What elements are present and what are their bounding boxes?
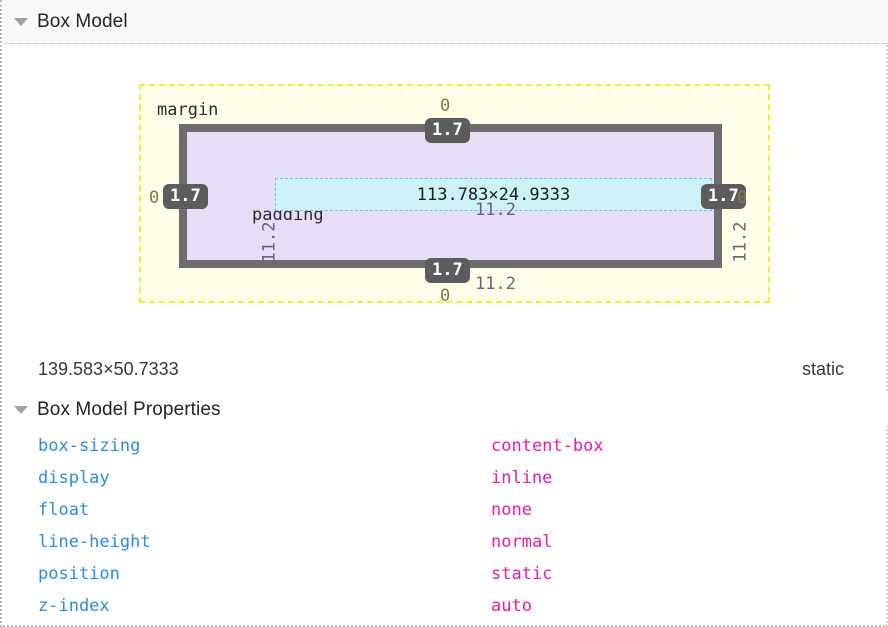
element-position-label: static [801, 359, 844, 379]
margin-top-value[interactable]: 0 [440, 96, 451, 116]
padding-bottom-value[interactable]: 11.2 [475, 274, 516, 294]
properties-title: Box Model Properties [37, 398, 221, 420]
box-model-summary: 139.583×50.7333 static [4, 355, 888, 391]
property-name: line-height [38, 532, 151, 552]
content-region[interactable]: 113.783×24.9333 [275, 178, 712, 211]
box-model-diagram: margin border padding 113.783×24.9333 11… [139, 84, 770, 306]
property-name: float [38, 500, 90, 520]
page-title: Box Model [37, 10, 128, 32]
triangle-down-icon[interactable] [14, 405, 28, 414]
margin-right-value[interactable]: 0 [737, 188, 748, 208]
element-dimensions-label: 139.583×50.7333 [38, 359, 179, 379]
border-bottom-value[interactable]: 1.7 [425, 258, 470, 283]
property-name: box-sizing [38, 436, 141, 456]
margin-region[interactable]: margin border padding 113.783×24.9333 11… [139, 84, 770, 306]
triangle-down-icon[interactable] [14, 17, 28, 26]
property-name: z-index [38, 596, 110, 616]
border-region[interactable]: border padding 113.783×24.9333 11.2 11.2… [179, 124, 750, 294]
property-row[interactable]: float none [4, 494, 888, 526]
border-right-value[interactable]: 1.7 [701, 184, 746, 209]
box-model-properties-list: box-sizing content-box display inline fl… [4, 430, 888, 622]
box-model-section-header[interactable]: Box Model [4, 0, 888, 44]
property-value[interactable]: none [491, 500, 532, 520]
padding-top-value[interactable]: 11.2 [475, 200, 516, 220]
property-value[interactable]: content-box [491, 436, 604, 456]
property-value[interactable]: normal [491, 532, 553, 552]
padding-right-value[interactable]: 11.2 [730, 221, 751, 263]
content-dimensions-label: 113.783×24.9333 [416, 184, 571, 205]
property-value[interactable]: inline [491, 468, 553, 488]
property-name: position [38, 564, 120, 584]
box-model-properties-header[interactable]: Box Model Properties [4, 393, 888, 426]
property-name: display [38, 468, 110, 488]
margin-left-value[interactable]: 0 [149, 188, 160, 208]
property-row[interactable]: line-height normal [4, 526, 888, 558]
margin-bottom-value[interactable]: 0 [440, 286, 451, 306]
padding-left-value[interactable]: 11.2 [259, 221, 280, 263]
padding-region[interactable]: padding 113.783×24.9333 11.2 11.2 11.2 1… [187, 132, 750, 294]
margin-region-label: margin [157, 100, 219, 120]
property-value[interactable]: static [491, 564, 553, 584]
property-value[interactable]: auto [491, 596, 532, 616]
property-row[interactable]: box-sizing content-box [4, 430, 888, 462]
property-row[interactable]: position static [4, 558, 888, 590]
property-row[interactable]: z-index auto [4, 590, 888, 622]
border-top-value[interactable]: 1.7 [425, 118, 470, 143]
border-left-value[interactable]: 1.7 [163, 184, 208, 209]
property-row[interactable]: display inline [4, 462, 888, 494]
